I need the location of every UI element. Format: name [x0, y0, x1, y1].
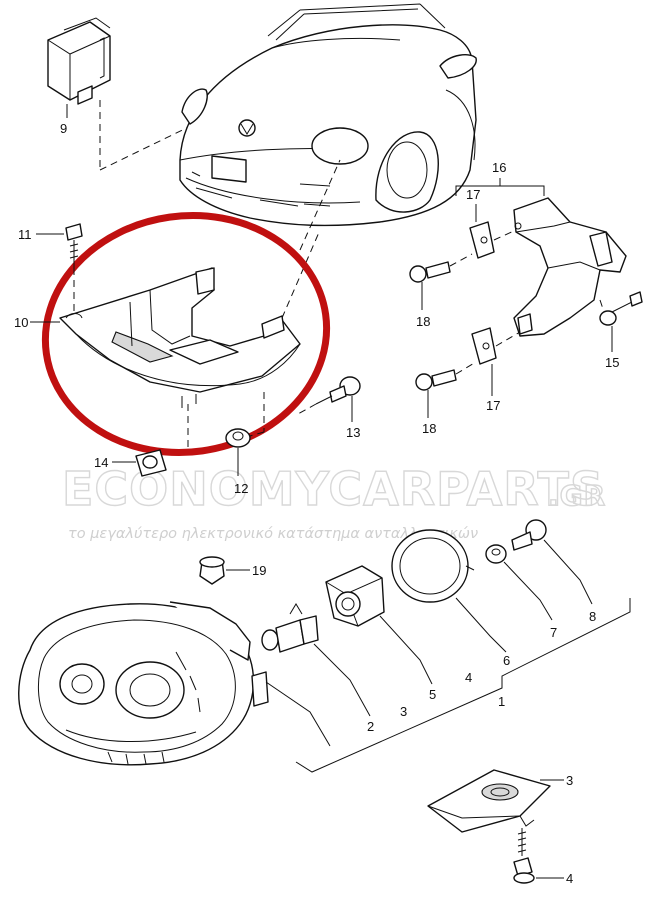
watermark-tagline: το μεγαλύτερο ηλεκτρονικό κατάστημα αντα… — [68, 526, 478, 542]
callout-18-upper: 18 — [416, 314, 430, 329]
callout-10: 10 — [14, 315, 28, 330]
callout-13: 13 — [346, 425, 360, 440]
lamp-socket-part-5 — [325, 565, 385, 627]
callout-12: 12 — [234, 481, 248, 496]
screw-part-8 — [511, 519, 547, 551]
callout-2: 2 — [367, 719, 374, 734]
bulb-part-2 — [261, 603, 319, 653]
nut-part-12 — [225, 428, 251, 448]
callout-5: 5 — [429, 687, 436, 702]
callout-8: 8 — [589, 609, 596, 624]
seal-ring-part-6 — [391, 529, 475, 603]
callout-6: 6 — [503, 653, 510, 668]
callout-1: 1 — [498, 694, 505, 709]
control-module-part-9 — [47, 17, 111, 105]
callout-15: 15 — [605, 355, 619, 370]
callout-14: 14 — [94, 455, 108, 470]
callout-11: 11 — [18, 227, 32, 242]
callout-3-lower: 3 — [566, 773, 573, 788]
grommet-part-19 — [199, 556, 225, 585]
watermark-suffix: .GR — [548, 479, 606, 512]
headlight-bracket-part-10 — [59, 267, 301, 408]
screw-part-13 — [315, 376, 361, 405]
highlight-ring — [41, 212, 331, 456]
nut-part-7 — [485, 544, 507, 564]
bolt-part-11 — [65, 223, 83, 268]
callout-19: 19 — [252, 563, 266, 578]
screw-part-18-lower — [415, 369, 457, 391]
callout-7: 7 — [550, 625, 557, 640]
callout-16: 16 — [492, 160, 506, 175]
callout-3-upper: 3 — [400, 704, 407, 719]
callout-18-lower: 18 — [422, 421, 436, 436]
clip-part-17-lower — [471, 327, 497, 365]
headlight-assembly-part-1 — [18, 601, 269, 766]
callout-4-lower: 4 — [566, 871, 573, 886]
car-front-illustration — [179, 3, 477, 227]
cover-plate-part-3 — [427, 769, 551, 833]
callout-17-upper: 17 — [466, 187, 480, 202]
nut-part-15 — [599, 291, 643, 326]
screw-part-18-upper — [409, 261, 451, 283]
clip-part-17-upper — [469, 221, 495, 259]
callout-9: 9 — [60, 121, 67, 136]
clip-part-14 — [135, 449, 167, 477]
bolt-part-4 — [513, 828, 535, 884]
support-bracket-part-16 — [513, 197, 627, 337]
callout-4-upper: 4 — [465, 670, 472, 685]
callout-17-lower: 17 — [486, 398, 500, 413]
